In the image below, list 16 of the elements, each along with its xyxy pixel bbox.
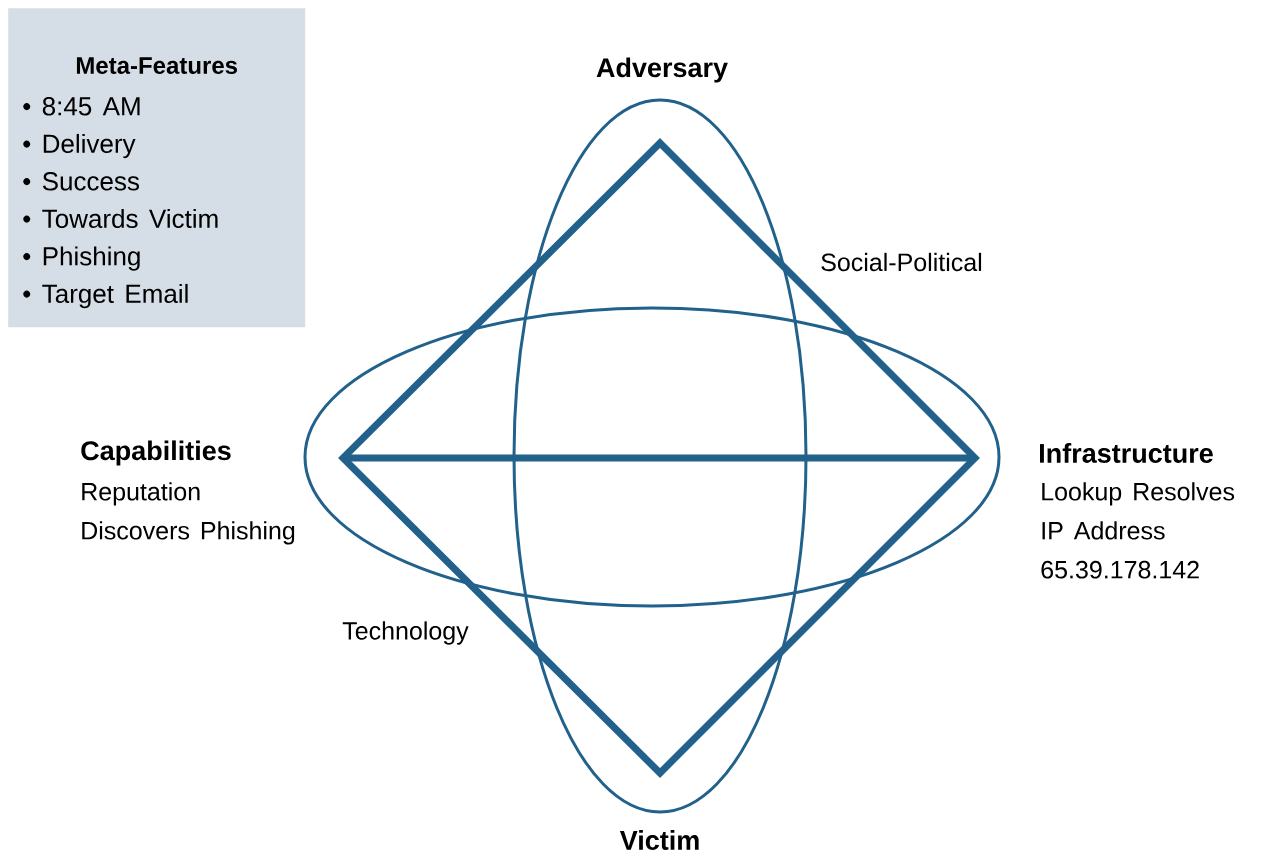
- list-item: • Phishing: [23, 246, 140, 271]
- annotation-text: Social-Political: [821, 252, 982, 272]
- annotation-text: Reputation Discovers Phishing: [82, 482, 295, 545]
- vertex-label: Victim: [619, 830, 699, 850]
- list-item: • Towards Victim: [23, 208, 218, 228]
- list-item: • Success: [23, 172, 139, 191]
- panel-heading: Meta-Features: [76, 57, 238, 74]
- list-item: • Delivery: [23, 133, 136, 159]
- vertex-label: Infrastructure: [1040, 443, 1213, 463]
- vertex-label: Capabilities: [81, 440, 231, 466]
- list-item: • Target Email: [23, 283, 188, 309]
- list-item: • 8:45 AM: [23, 97, 140, 116]
- meta-features-box: [8, 8, 306, 328]
- vertex-label: Adversary: [596, 57, 728, 83]
- annotation-text: Lookup Resolves IP Address 65.39.178.142: [1041, 482, 1235, 579]
- annotation-text: Technology: [342, 621, 469, 645]
